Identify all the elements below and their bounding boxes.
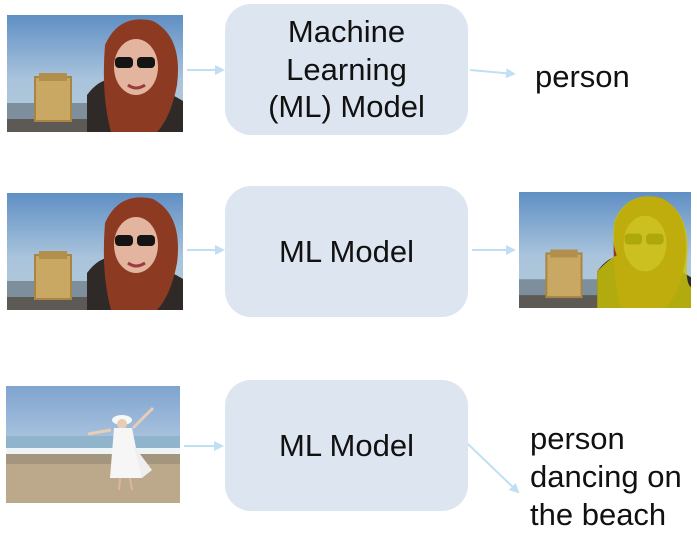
segmentation-output-photo [519,192,691,308]
arrow-row2-output [472,245,516,255]
arrow-row1-output [469,68,516,79]
arrow-row3-input [184,441,224,451]
input-photo-woman-sunglasses [7,193,183,310]
model-label-line: Machine [287,13,406,49]
ml-model-box-row2: ML Model [225,186,468,317]
model-label-line: Learning [286,51,407,87]
model-label-line: ML Model [279,427,414,463]
ml-model-box-row1: Machine Learning (ML) Model [225,4,468,135]
input-photo-woman-sunglasses [7,15,183,132]
model-label-line: (ML) Model [268,89,425,125]
arrow-row2-input [187,245,225,255]
output-label-person: person [535,59,630,94]
ml-model-box-row3: ML Model [225,380,468,511]
model-label-line: ML Model [279,233,414,269]
input-photo-beach-dancer [6,386,180,503]
arrow-row3-output [467,443,520,494]
segmentation-mask [597,196,691,308]
arrow-row1-input [187,65,225,75]
output-caption: person dancing on the beach [530,421,682,532]
